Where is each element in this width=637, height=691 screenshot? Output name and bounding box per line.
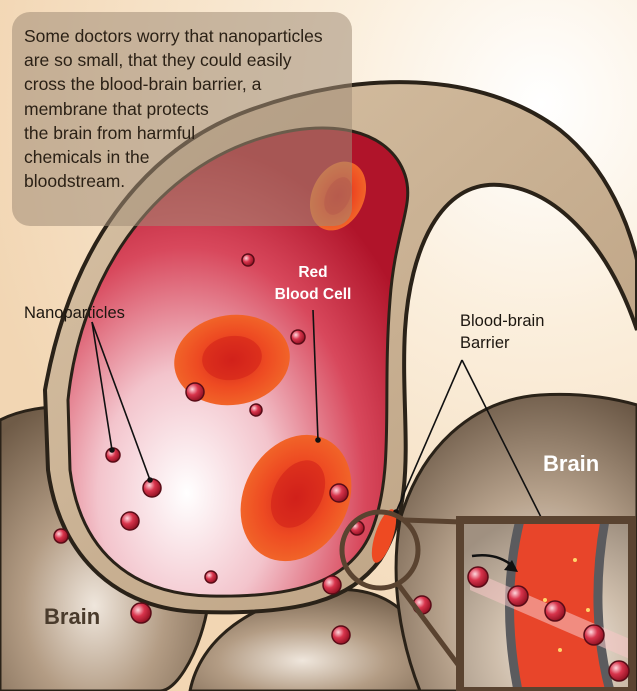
nanoparticle xyxy=(291,330,305,344)
nanoparticle xyxy=(131,603,151,623)
nanoparticle xyxy=(186,383,204,401)
nanoparticle xyxy=(121,512,139,530)
nanoparticle xyxy=(332,626,350,644)
nanoparticle xyxy=(508,586,528,606)
inset-view xyxy=(460,520,632,691)
pointer-dot xyxy=(147,477,153,483)
nanoparticle xyxy=(609,661,629,681)
nanoparticle xyxy=(205,571,217,583)
nanoparticle xyxy=(545,601,565,621)
nanoparticle xyxy=(330,484,348,502)
caption-text: Some doctors worry that nanoparticles ar… xyxy=(24,24,354,193)
pointer-dot xyxy=(315,437,321,443)
pointer-dot xyxy=(109,447,115,453)
nanoparticle xyxy=(54,529,68,543)
brain-label-right: Brain xyxy=(543,453,599,475)
nanoparticle xyxy=(323,576,341,594)
blood-brain-barrier-label: Blood-brain Barrier xyxy=(460,310,544,354)
nanoparticle xyxy=(242,254,254,266)
nanoparticle xyxy=(584,625,604,645)
nanoparticles-label: Nanoparticles xyxy=(24,302,125,324)
nanoparticle xyxy=(468,567,488,587)
brain-label-left: Brain xyxy=(44,606,100,628)
red-blood-cell-label: Red Blood Cell xyxy=(268,262,358,306)
nanoparticle xyxy=(250,404,262,416)
